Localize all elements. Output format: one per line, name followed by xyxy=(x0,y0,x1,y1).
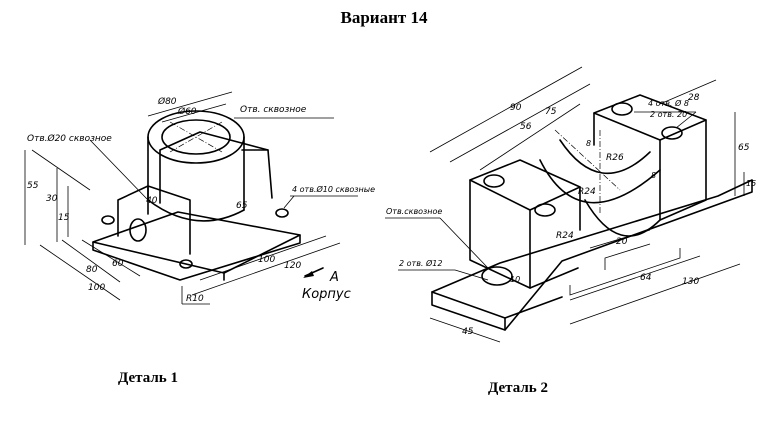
part1-dim-h65: 65 xyxy=(236,201,248,211)
part2-dim-s8a: 8 xyxy=(586,139,591,148)
part2-dim-l56: 56 xyxy=(520,122,532,132)
part2-dim-r24b: R24 xyxy=(556,231,574,241)
part2-dim-w20: 20 xyxy=(616,237,628,247)
part2-dim-l90: 90 xyxy=(510,103,522,113)
part2-dim-h65: 65 xyxy=(738,143,750,153)
part2-dim-s8b: 8 xyxy=(651,171,656,180)
part1-dim-w40: 40 xyxy=(146,196,158,206)
part2-dim-d10: 10 xyxy=(510,275,520,284)
part2-dim-l64: 64 xyxy=(640,273,652,283)
part1-dim-r10: R10 xyxy=(186,294,204,304)
part2-dim-r26: R26 xyxy=(606,153,624,163)
part1-dim-l100: 100 xyxy=(88,283,105,293)
part1-view-label: А xyxy=(329,270,339,285)
part1-dim-d80: Ø80 xyxy=(157,96,177,107)
part2-holes8-label: 4 отв. Ø 8 xyxy=(648,98,689,108)
part1-dim-h30: 30 xyxy=(46,194,58,204)
part2-dim-d45: 45 xyxy=(462,327,474,337)
page-title: Вариант 14 xyxy=(340,8,428,27)
part2-dim-r24a: R24 xyxy=(578,187,596,197)
part1-drawing: Отв.Ø20 сквозное Отв. сквозное 4 отв.Ø10… xyxy=(24,91,375,305)
part1-caption: Деталь 1 xyxy=(118,370,178,386)
part1-dim-l80: 80 xyxy=(86,265,98,275)
part2-through-label: Отв.сквозное xyxy=(386,207,442,216)
part1-dim-w120: 120 xyxy=(284,261,301,271)
part2-dim-h15: 15 xyxy=(746,179,756,188)
part2-dim-l75: 75 xyxy=(545,107,557,117)
part1-dim-l60: 60 xyxy=(112,259,124,269)
part1-dim-h15: 15 xyxy=(58,213,70,223)
part1-dim-d60: Ø60 xyxy=(177,106,197,117)
part2-caption: Деталь 2 xyxy=(488,380,548,396)
part2-holes20-label: 2 отв. 20 xyxy=(650,110,687,119)
part1-through-label: Отв. сквозное xyxy=(240,105,307,115)
part2-drawing: Отв.сквозное 2 отв. Ø12 4 отв. Ø 8 2 отв… xyxy=(385,66,756,343)
part1-dim-h55: 55 xyxy=(27,181,39,191)
part2-holes12-label: 2 отв. Ø12 xyxy=(399,258,442,268)
part1-holes10-label: 4 отв.Ø10 сквозные xyxy=(292,184,375,194)
part2-dim-l130: 130 xyxy=(682,277,699,287)
part2-dim-w28: 28 xyxy=(688,93,700,103)
part1-dim-w100: 100 xyxy=(258,255,275,265)
part1-hole20-label: Отв.Ø20 сквозное xyxy=(27,133,112,144)
part1-body-label: Корпус xyxy=(302,287,351,302)
